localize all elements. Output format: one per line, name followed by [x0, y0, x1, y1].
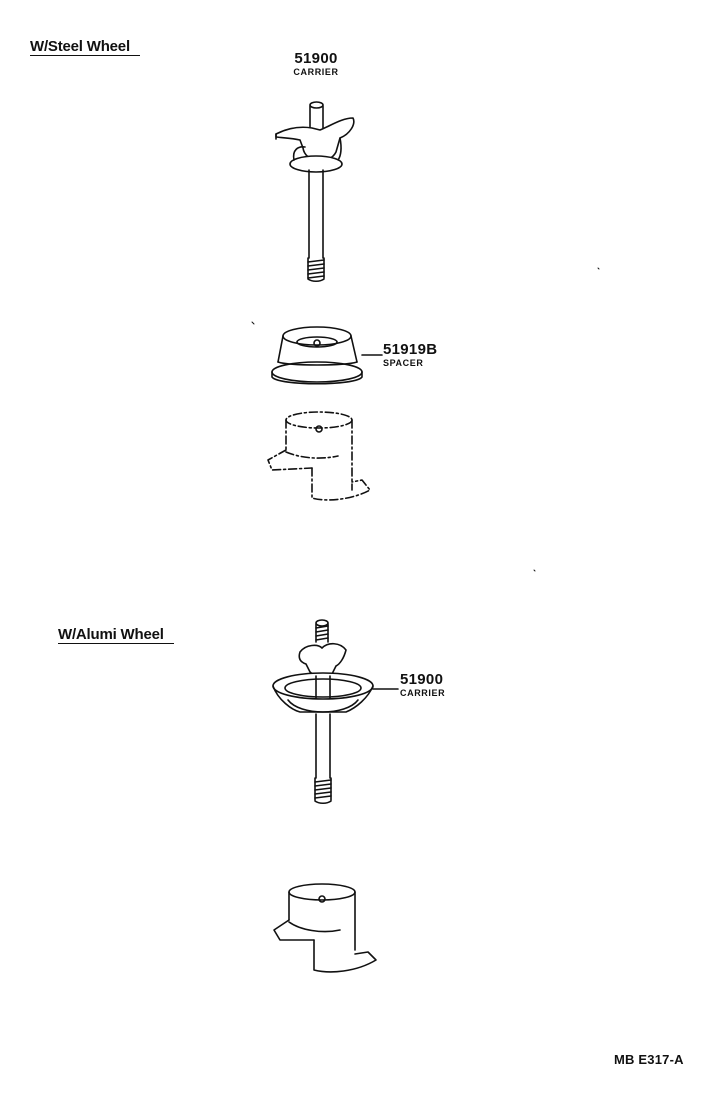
section-title-alumi-wheel: W/Alumi Wheel [58, 626, 174, 644]
part-number: 51900 [400, 671, 444, 688]
part-label-alumi-carrier: 51900 CARRIER [400, 671, 446, 699]
part-label-spacer: 51919B SPACER [383, 341, 438, 369]
part-name: SPACER [383, 358, 424, 368]
steel-bracket-drawing [268, 412, 370, 500]
print-specks [252, 268, 599, 571]
spacer-drawing [272, 327, 382, 384]
diagram-code: MB E317-A [614, 1052, 684, 1067]
alumi-carrier-drawing [273, 620, 398, 803]
part-label-steel-carrier: 51900 CARRIER [286, 50, 346, 78]
alumi-bracket-drawing [274, 884, 376, 972]
section-title-steel-wheel: W/Steel Wheel [30, 38, 140, 56]
part-name: CARRIER [293, 67, 339, 77]
part-name: CARRIER [400, 688, 446, 698]
steel-carrier-drawing [276, 102, 354, 281]
part-number: 51900 [294, 50, 338, 67]
part-number: 51919B [383, 341, 438, 358]
